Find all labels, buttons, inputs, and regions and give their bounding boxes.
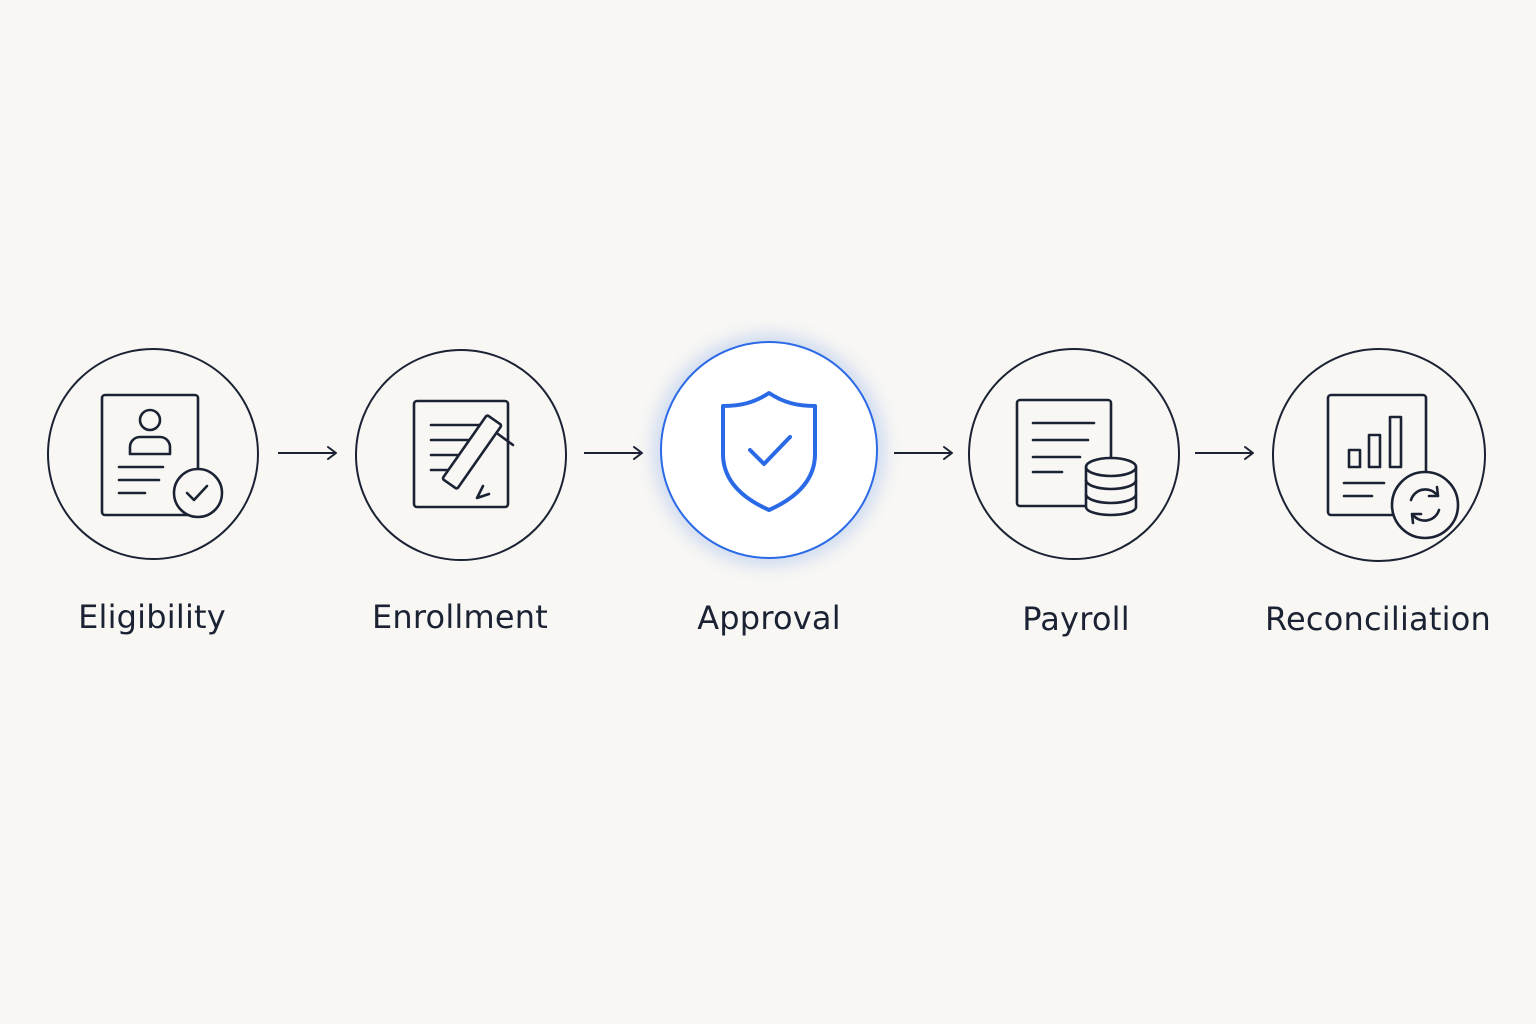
approval-circle-active <box>660 341 878 559</box>
arrow-enrollment-to-approval <box>584 446 643 460</box>
step-label-enrollment: Enrollment <box>372 598 548 636</box>
step-label-approval: Approval <box>697 599 841 637</box>
arrow-approval-to-payroll <box>894 446 953 460</box>
arrow-payroll-to-reconciliation <box>1195 446 1254 460</box>
enrollment-circle <box>355 349 567 561</box>
step-label-eligibility: Eligibility <box>78 598 226 636</box>
payroll-circle <box>968 348 1180 560</box>
reconciliation-chart-refresh-icon <box>1326 393 1460 540</box>
arrow-eligibility-to-enrollment <box>278 446 337 460</box>
eligibility-document-check-icon <box>100 393 224 519</box>
step-label-payroll: Payroll <box>1022 600 1130 638</box>
step-label-reconciliation: Reconciliation <box>1265 600 1491 638</box>
enrollment-document-pen-icon <box>412 399 515 509</box>
approval-shield-check-icon <box>721 391 817 512</box>
reconciliation-circle <box>1272 348 1486 562</box>
payroll-document-coins-icon <box>1015 398 1138 517</box>
eligibility-circle <box>47 348 259 560</box>
